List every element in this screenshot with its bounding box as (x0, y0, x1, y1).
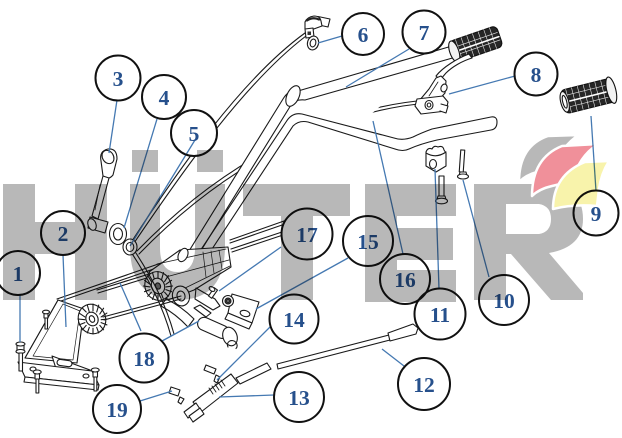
svg-text:18: 18 (133, 347, 155, 371)
svg-text:7: 7 (419, 21, 430, 45)
svg-text:19: 19 (106, 398, 128, 422)
svg-text:13: 13 (288, 386, 310, 410)
svg-text:14: 14 (283, 308, 305, 332)
svg-text:8: 8 (531, 63, 542, 87)
svg-text:4: 4 (159, 86, 170, 110)
svg-text:5: 5 (189, 122, 200, 146)
svg-text:11: 11 (430, 303, 450, 327)
svg-text:9: 9 (591, 202, 602, 226)
svg-text:3: 3 (113, 67, 124, 91)
svg-text:6: 6 (358, 23, 369, 47)
svg-text:12: 12 (413, 373, 435, 397)
